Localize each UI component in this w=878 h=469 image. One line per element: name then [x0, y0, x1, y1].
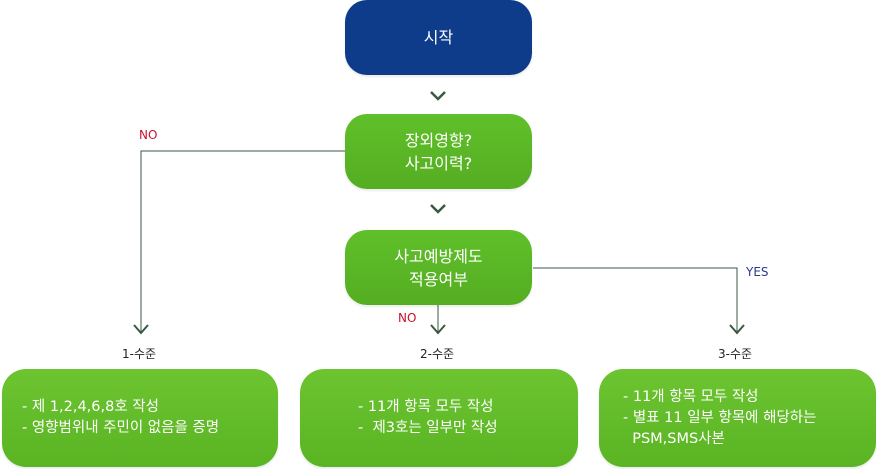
level3-box: - 11개 항목 모두 작성 - 별표 11 일부 항목에 해당하는 PSM,S… — [599, 369, 876, 467]
level1-line2: - 영향범위내 주민이 없음을 증명 — [22, 420, 220, 436]
decision-external-impact-node: 장외영향? 사고이력? — [345, 114, 532, 189]
level2-box: - 11개 항목 모두 작성 - 제3호는 일부만 작성 — [300, 369, 578, 467]
decision2-line2: 적용여부 — [409, 269, 468, 289]
arrowhead-level3 — [729, 324, 745, 335]
edge-label-decision2-yes: YES — [746, 265, 769, 279]
arrow-decision1-to-decision2 — [430, 204, 446, 214]
edge-label-decision2-no: NO — [398, 311, 417, 325]
arrow-start-to-decision1 — [430, 91, 446, 101]
decision1-line2: 사고이력? — [404, 153, 473, 173]
level3-line3: PSM,SMS사본 — [623, 430, 725, 447]
decision-prevention-system-node: 사고예방제도 적용여부 — [345, 230, 532, 305]
level2-line2: - 제3호는 일부만 작성 — [358, 420, 498, 436]
edge-decision1-no — [140, 150, 345, 333]
decision1-line1: 장외영향? — [404, 130, 473, 150]
start-node: 시작 — [345, 0, 532, 75]
level2-line1: - 11개 항목 모두 작성 — [358, 399, 494, 415]
arrowhead-level2 — [430, 324, 446, 335]
arrowhead-level1 — [133, 324, 149, 335]
level3-label: 3-수준 — [718, 347, 753, 361]
decision2-line1: 사고예방제도 — [394, 246, 483, 266]
level1-box: - 제 1,2,4,6,8호 작성 - 영향범위내 주민이 없음을 증명 — [2, 369, 278, 467]
level1-label: 1-수준 — [122, 347, 157, 361]
level3-line1: - 11개 항목 모두 작성 — [623, 388, 759, 405]
level3-line2: - 별표 11 일부 항목에 해당하는 — [623, 409, 817, 426]
edge-decision2-yes — [533, 267, 738, 333]
edge-label-decision1-no: NO — [139, 128, 158, 142]
level2-label: 2-수준 — [420, 347, 455, 361]
start-label: 시작 — [423, 28, 454, 47]
level1-line1: - 제 1,2,4,6,8호 작성 — [22, 399, 159, 415]
